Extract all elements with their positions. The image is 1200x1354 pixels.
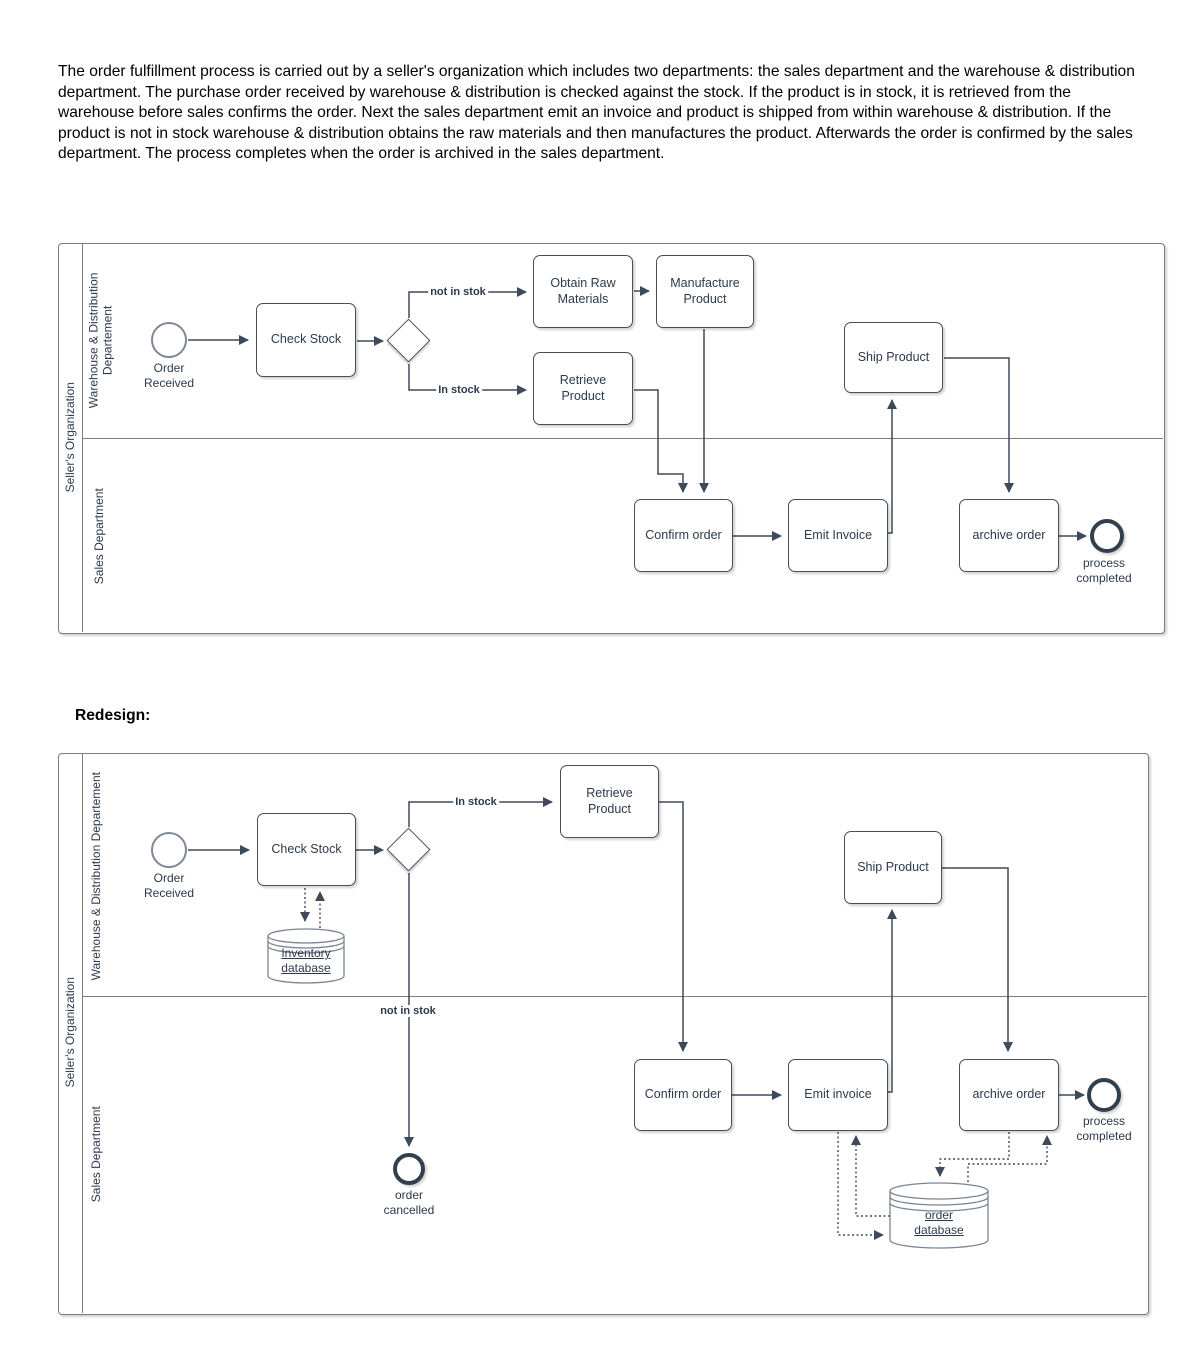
assoc-orderdb-to-emit [851,1135,890,1217]
task-check-stock-original: Check Stock [256,303,356,377]
edge-label-in-stock-redesign: In stock [453,796,499,808]
lane-divider-redesign [82,996,1147,997]
intro-paragraph: The order fulfillment process is carried… [58,63,1135,162]
start-event-original [151,322,187,358]
task-emit-invoice-redesign: Emit invoice [788,1059,888,1131]
end-event-redesign [1087,1078,1121,1112]
assoc-orderdb-to-archive [967,1135,1052,1182]
task-check-stock-redesign: Check Stock [257,813,356,886]
start-event-label-original: Order Received [143,361,195,390]
task-archive-order-original: archive order [959,499,1059,572]
order-database-label: order database [914,1208,964,1237]
edge-emit-to-ship-d2 [887,909,897,1093]
task-archive-order-redesign: archive order [959,1059,1059,1131]
task-ship-product-original: Ship Product [844,322,943,393]
edge-gateway-to-retrieve-d2 [408,797,553,827]
pool-header-divider-redesign [82,753,83,1313]
end-event-label-original: process completed [1076,556,1132,585]
start-event-redesign [151,832,187,868]
edge-label-not-in-stock-redesign: not in stok [378,1005,438,1017]
task-retrieve-product-original: Retrieve Product [533,352,633,425]
end-event-original [1090,519,1124,553]
inventory-database-shape [267,928,345,984]
order-database-shape [889,1182,989,1249]
cancel-event-label-redesign: order cancelled [383,1188,435,1217]
task-retrieve-product-redesign: Retrieve Product [560,765,659,838]
task-confirm-order-original: Confirm order [634,499,733,572]
edge-emit-to-ship-d1 [887,399,897,534]
edge-label-in-stock-original: In stock [436,384,482,396]
assoc-archive-to-orderdb [935,1132,1010,1177]
edge-ship-to-archive-d2 [942,867,1013,1052]
edge-retrieve-to-confirm-d2 [659,801,688,1052]
edge-gateway-to-retrieve-d1 [408,364,527,395]
assoc-emit-to-orderdb [837,1132,884,1240]
start-event-label-redesign: Order Received [143,871,195,900]
inventory-database-label: Inventory database [281,946,331,975]
edge-retrieve-to-confirm-d1 [634,389,688,493]
task-obtain-raw-materials: Obtain Raw Materials [533,255,633,328]
cancel-event-redesign [393,1153,425,1185]
end-event-label-redesign: process completed [1076,1114,1132,1143]
redesign-label: Redesign: [75,707,151,724]
lane-divider-original [82,438,1163,439]
task-emit-invoice-original: Emit Invoice [788,499,888,572]
task-manufacture-product: Manufacture Product [656,255,754,328]
edge-label-not-in-stock-original: not in stok [428,286,488,298]
task-confirm-order-redesign: Confirm order [634,1059,732,1131]
edge-ship-to-archive-d1 [944,357,1014,493]
task-ship-product-redesign: Ship Product [844,831,942,904]
pool-header-divider-original [82,243,83,632]
